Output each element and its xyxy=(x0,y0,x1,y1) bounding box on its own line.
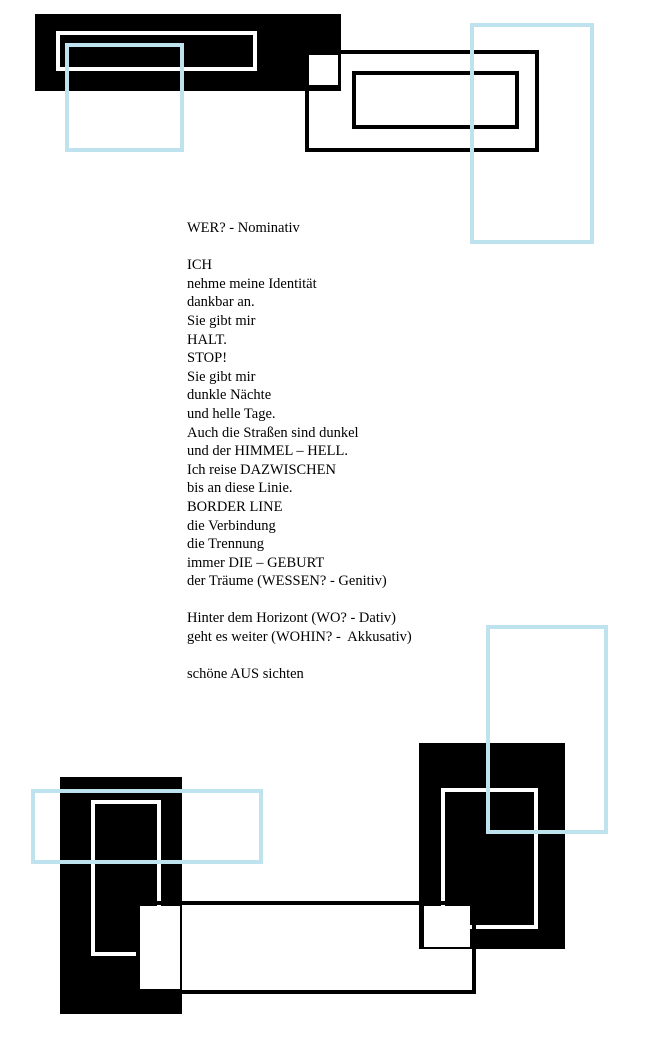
bottom-right-white-square xyxy=(424,906,470,947)
top-right-outer-frame xyxy=(305,50,539,152)
poem-line: bis an diese Linie. xyxy=(187,480,293,497)
poem-blank-line xyxy=(187,647,487,666)
poem-line: der Träume (WESSEN? - Genitiv) xyxy=(187,573,387,590)
poem-line: dankbar an. xyxy=(187,294,255,311)
bottom-left-white-outline xyxy=(91,800,161,956)
bottom-left-white-square xyxy=(136,906,180,989)
poem-blank-line xyxy=(187,238,487,257)
poem-title: WER? - Nominativ xyxy=(187,220,300,236)
poem-line: Sie gibt mir xyxy=(187,312,256,329)
poem-line: die Trennung xyxy=(187,536,264,553)
poem-line: die Verbindung xyxy=(187,517,276,534)
bottom-right-blue-outline xyxy=(486,625,608,834)
poem-line: Ich reise DAZWISCHEN xyxy=(187,461,336,478)
poem-line: immer DIE – GEBURT xyxy=(187,554,325,571)
top-right-inner-frame xyxy=(352,71,519,129)
bottom-connector-frame xyxy=(136,901,476,994)
poem-blank-line xyxy=(187,591,487,610)
bottom-left-blue-outline xyxy=(31,789,263,864)
top-black-block xyxy=(35,14,341,91)
top-blue-outline xyxy=(65,43,184,152)
poem-line: HALT. xyxy=(187,331,227,348)
poem-line: und der HIMMEL – HELL. xyxy=(187,443,348,460)
poem-line: Hinter dem Horizont (WO? - Dativ) xyxy=(187,610,396,627)
poem-line: geht es weiter (WOHIN? - Akkusativ) xyxy=(187,629,412,646)
top-small-white-square xyxy=(309,55,338,85)
poem-line: Sie gibt mir xyxy=(187,368,256,385)
poem-line: ICH xyxy=(187,257,212,274)
top-white-outline xyxy=(56,31,257,71)
poem-line: BORDER LINE xyxy=(187,498,283,515)
poem-line: nehme meine Identität xyxy=(187,275,317,292)
poem-line: Auch die Straßen sind dunkel xyxy=(187,424,359,441)
poem-line: und helle Tage. xyxy=(187,405,276,422)
poem-line: schöne AUS sichten xyxy=(187,666,304,683)
poem-line: STOP! xyxy=(187,350,228,367)
top-right-blue-outline xyxy=(470,23,594,244)
poem-line: dunkle Nächte xyxy=(187,387,272,404)
